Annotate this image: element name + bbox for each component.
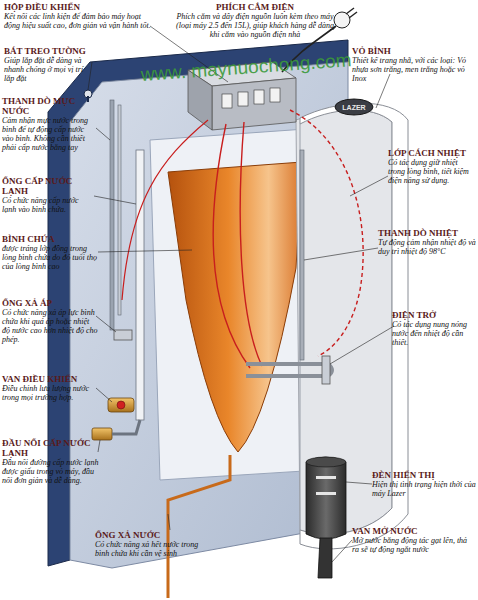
plug-prong: [349, 12, 357, 18]
drain-pipe: [168, 455, 230, 598]
leader-line: [332, 540, 352, 562]
callout: VAN MỞ NƯỚCMở nước bằng động tác gạt lên…: [352, 526, 476, 554]
callout: ỐNG XẢ ÁPCó chức năng xả áp lực bình chứ…: [2, 298, 98, 344]
part-description: Điều chỉnh lưu lượng nước trong mọi trườ…: [2, 384, 98, 402]
callout: ĐÈN HIỂN THỊHiện thị tình trạng hiện thờ…: [372, 470, 476, 498]
terminal: [254, 90, 264, 104]
indicator-mark: [316, 476, 336, 479]
leader-line: [96, 128, 110, 140]
part-description: Giúp lắp đặt dễ dàng và nhanh chóng ở mọ…: [4, 56, 94, 83]
control-box-front: [212, 78, 296, 130]
leader-line: [304, 248, 378, 260]
part-description: Kết nối các linh kiện để đảm bảo máy hoạ…: [4, 12, 154, 30]
wall-hook-slot: [87, 96, 89, 102]
part-name: PHÍCH CẮM ĐIỆN: [175, 2, 335, 12]
part-description: được tráng lớp đồng trong lòng bình chứa…: [2, 244, 98, 271]
thermostat-probe: [300, 150, 304, 360]
pressure-relief-valve: [114, 330, 132, 340]
part-name: VAN MỞ NƯỚC: [352, 526, 476, 536]
part-description: Đầu nối đường cấp nước lạnh được giấu tr…: [2, 458, 102, 485]
part-name: THANH DÒ NHIỆT: [378, 228, 476, 238]
leader-line: [330, 326, 394, 364]
inlet-pipe: [112, 420, 140, 434]
part-description: Có tác dụng giữ nhiệt trong lòng bình, t…: [388, 158, 476, 185]
part-name: ỐNG XẢ ÁP: [2, 298, 98, 308]
callout: HỘP ĐIỀU KHIỂNKết nối các linh kiện để đ…: [4, 2, 154, 30]
leader-line: [96, 388, 112, 402]
part-name: BÌNH CHỨA: [2, 234, 98, 244]
leader-line: [376, 74, 390, 108]
leader-line: [168, 514, 170, 530]
callout: LỚP CÁCH NHIỆTCó tác dụng giữ nhiệt tron…: [388, 148, 476, 185]
wire: [240, 122, 262, 366]
part-description: Cảm nhận mực nước trong bình để tự động …: [2, 116, 97, 152]
callout: ỐNG CẤP NƯỚC LẠNHCó chức năng cấp nước l…: [2, 176, 94, 214]
part-description: Tự động cảm nhận nhiệt độ và duy trì nhi…: [378, 238, 476, 256]
part-name: THANH DÒ MỰC NƯỚC: [2, 96, 97, 116]
brand-oval: LAZER: [334, 98, 374, 116]
part-name: ĐÈN HIỂN THỊ: [372, 470, 476, 480]
terminal: [222, 94, 232, 108]
part-description: Có chức năng cấp nước lạnh vào bình chứa…: [2, 196, 94, 214]
brand-text: LAZER: [334, 98, 374, 116]
part-description: Hiện thị tình trạng hiện thời của máy La…: [372, 480, 476, 498]
heating-element: [246, 364, 332, 376]
callout: BÌNH CHỨAđược tráng lớp đồng trong lòng …: [2, 234, 98, 271]
part-name: BÁT TREO TƯỜNG: [4, 46, 94, 56]
part-name: ỐNG XẢ NƯỚC: [95, 530, 207, 540]
leader-line: [98, 250, 192, 252]
callout: VỎ BÌNHThiết kế trang nhã, với các loại:…: [352, 46, 476, 83]
leader-line: [98, 440, 100, 452]
leader-line: [96, 316, 116, 332]
wire: [213, 124, 250, 368]
part-description: Có tác dụng nung nóng nước đến nhiệt độ …: [392, 320, 476, 347]
part-description: Phích cắm và dây điện nguồn luôn kèm the…: [175, 12, 335, 39]
callout: ỐNG XẢ NƯỚCCó chức năng xả hết nước tron…: [95, 530, 207, 558]
part-description: Có chức năng xả hết nước trong bình chứa…: [95, 540, 207, 558]
terminal: [238, 92, 248, 106]
leader-line: [94, 196, 136, 204]
part-name: VỎ BÌNH: [352, 46, 476, 56]
callout: VAN ĐIỀU KHIỂNĐiều chỉnh lưu lượng nước …: [2, 374, 98, 402]
part-name: ĐẦU NỐI CẤP NƯỚC LẠNH: [2, 438, 102, 458]
control-valve: [108, 398, 134, 412]
part-description: Có chức năng xả áp lực bình chứa khi quá…: [2, 308, 98, 344]
plug-prong: [346, 8, 354, 14]
callout: THANH DÒ MỰC NƯỚCCảm nhận mực nước trong…: [2, 96, 97, 152]
callout: ĐIỆN TRỞCó tác dụng nung nóng nước đến n…: [392, 310, 476, 347]
callout: ĐẦU NỐI CẤP NƯỚC LẠNHĐầu nối đường cấp n…: [2, 438, 102, 485]
terminal: [270, 88, 280, 102]
indicator-mark: [316, 492, 336, 495]
plug: [334, 12, 350, 28]
part-name: ĐIỆN TRỞ: [392, 310, 476, 320]
element-flange: [322, 356, 330, 384]
part-name: VAN ĐIỀU KHIỂN: [2, 374, 98, 384]
indicator-top: [306, 457, 346, 467]
cold-inlet-fitting: [92, 428, 112, 440]
control-valve-knob: [117, 401, 125, 409]
cold-water-pipe: [136, 150, 144, 420]
leader-line: [88, 62, 92, 90]
callout: PHÍCH CẮM ĐIỆNPhích cắm và dây điện nguồ…: [175, 2, 335, 39]
part-description: Mở nước bằng động tác gạt lên, thả ra sẽ…: [352, 536, 476, 554]
callout: BÁT TREO TƯỜNGGiúp lắp đặt dễ dàng và nh…: [4, 46, 94, 83]
part-name: LỚP CÁCH NHIỆT: [388, 148, 476, 158]
leader-line: [350, 176, 388, 196]
level-probe: [118, 105, 121, 315]
part-name: HỘP ĐIỀU KHIỂN: [4, 2, 154, 12]
wire: [122, 120, 208, 300]
outlet-lever: [318, 538, 332, 578]
tank-wall: [150, 128, 320, 480]
part-description: Thiết kế trang nhã, với các loại: Vỏ nhự…: [352, 56, 476, 83]
oval-shape: [335, 99, 373, 115]
callout: www. maynuochong.com: [140, 64, 440, 86]
part-name: ỐNG CẤP NƯỚC LẠNH: [2, 176, 94, 196]
leader-line: [346, 482, 372, 484]
copper-tank: [168, 162, 302, 452]
level-probe: [110, 100, 114, 330]
callout: THANH DÒ NHIỆTTự động cảm nhận nhiệt độ …: [378, 228, 476, 256]
indicator-housing: [306, 457, 346, 539]
